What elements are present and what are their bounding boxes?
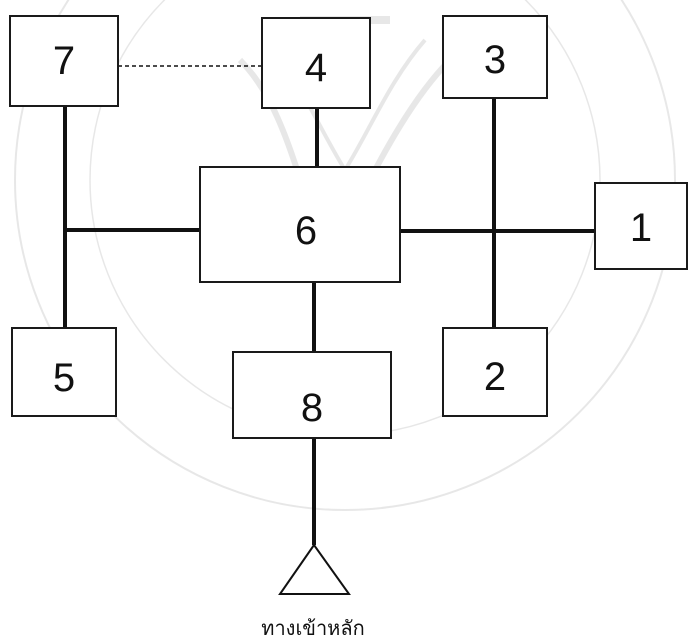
box-4-rect — [261, 17, 371, 109]
box-5-rect — [11, 327, 117, 417]
box-7-label: 7 — [53, 39, 75, 83]
box-6-label: 6 — [295, 209, 317, 253]
box-5: 5 — [11, 327, 117, 417]
box-1-rect — [594, 182, 688, 270]
box-2: 2 — [442, 327, 548, 417]
box-2-rect — [442, 327, 548, 417]
entrance-triangle-icon — [278, 543, 351, 595]
box-2-label: 2 — [484, 355, 506, 399]
box-1-label: 1 — [630, 206, 652, 250]
box-3: 3 — [442, 15, 548, 99]
box-4: 4 — [261, 17, 371, 109]
box-8-label: 8 — [301, 386, 323, 430]
box-7: 7 — [9, 15, 119, 107]
box-7-rect — [9, 15, 119, 107]
box-8: 8 — [232, 351, 392, 439]
box-3-rect — [442, 15, 548, 99]
box-1: 1 — [594, 182, 688, 270]
box-5-label: 5 — [53, 356, 75, 400]
box-4-label: 4 — [305, 46, 327, 90]
box-3-label: 3 — [484, 38, 506, 82]
box-8-rect — [232, 351, 392, 439]
entrance-label: ทางเข้าหลัก — [261, 616, 364, 640]
box-6-rect — [199, 166, 401, 283]
box-6: 6 — [199, 166, 401, 283]
connectors — [63, 65, 595, 545]
